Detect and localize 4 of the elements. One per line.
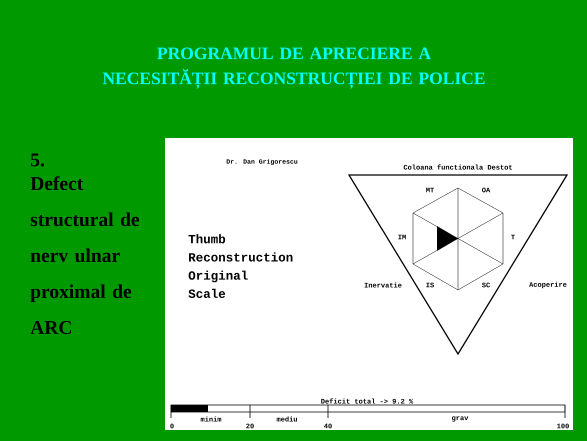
slide-title: PROGRAMUL DE APRECIERE A NECESITĂȚII RECONSTRUCȚIEI DE POLICE	[102, 48, 485, 89]
item-number: 5.	[31, 153, 44, 167]
item-description: Defect structural de nerv ulnar proximal de ARC	[30, 176, 140, 334]
scale-name: Thumb Reconstruction Original Scale	[188, 234, 292, 298]
